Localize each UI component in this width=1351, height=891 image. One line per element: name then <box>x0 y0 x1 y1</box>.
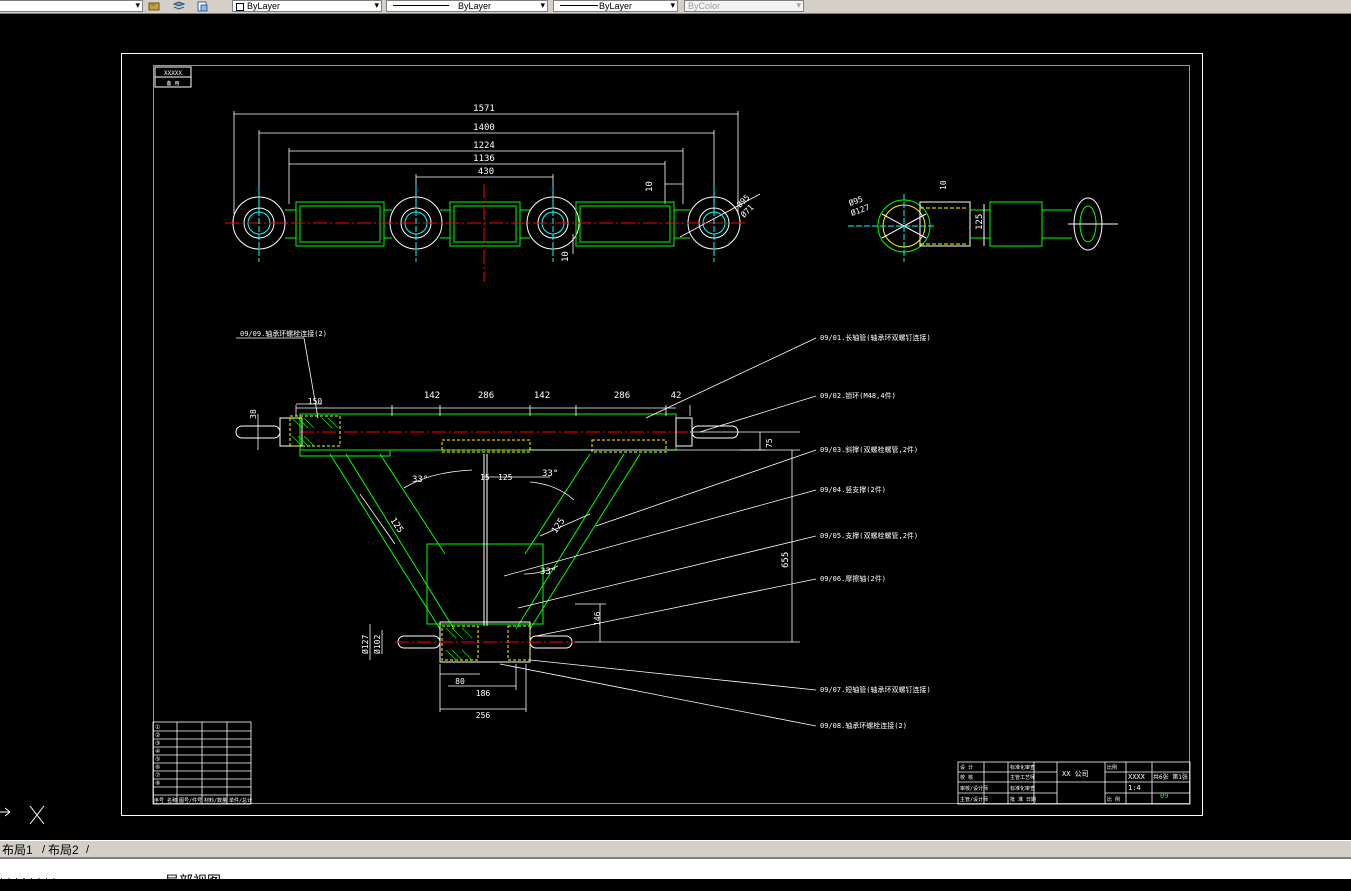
svg-text:1224: 1224 <box>473 141 495 151</box>
drawing-canvas[interactable]: XXXXX 备 用 1571 1400 1224 1136 430 10 10 … <box>0 14 1351 840</box>
top-view: 1571 1400 1224 1136 430 10 10 Ø95 Ø71 <box>225 104 761 282</box>
svg-text:材料/数量: 材料/数量 <box>204 797 227 804</box>
sheet-border <box>121 53 1203 816</box>
bom-table: ① ② ③ ④ ⑤ ⑥ ⑦ ⑧ 序号 名称 图号/件号 材料/数量 单件/总计 <box>152 721 252 805</box>
svg-text:Ø102: Ø102 <box>372 635 382 654</box>
svg-text:09/08.轴承环螺栓连接(2): 09/08.轴承环螺栓连接(2) <box>820 721 907 730</box>
svg-text:125: 125 <box>975 214 985 230</box>
svg-text:09/05.支撑(双螺栓螺管,2件): 09/05.支撑(双螺栓螺管,2件) <box>820 531 918 540</box>
svg-text:75: 75 <box>765 438 774 448</box>
tab-separator: / <box>42 844 46 856</box>
tab-layout2[interactable]: 布局2 <box>48 843 79 857</box>
svg-text:②: ② <box>155 732 160 739</box>
svg-text:125: 125 <box>550 517 567 536</box>
color-combo[interactable]: ByLayer▾ <box>232 0 382 12</box>
command-line[interactable]: · · · · · · · · 局部视图 <box>0 858 1351 889</box>
svg-text:④: ④ <box>155 748 160 755</box>
svg-text:09/07.短轴管(轴承环双螺钉连接): 09/07.短轴管(轴承环双螺钉连接) <box>820 685 931 694</box>
svg-text:33°: 33° <box>412 475 428 485</box>
svg-text:15: 15 <box>480 473 490 482</box>
svg-text:33°: 33° <box>542 469 558 479</box>
svg-text:125: 125 <box>498 473 513 482</box>
properties-toolbar: ▾ ByLayer▾ ByLayer▾ ByLayer▾ ByColor▾ <box>0 0 1351 14</box>
title-block: 设 计 标准化审查 校 核 主管工艺师 审核/设计师 标准化审查 主管/设计师 … <box>957 761 1191 805</box>
side-view: Ø95 Ø127 10 125 <box>847 180 1118 262</box>
ucs-icon <box>0 805 45 825</box>
tab-layout1[interactable]: 布局1 <box>2 843 33 857</box>
svg-text:1:4: 1:4 <box>1128 784 1141 792</box>
svg-text:42: 42 <box>671 391 682 401</box>
front-view: 150 38 142 286 142 286 42 75 33° 33° 33°… <box>235 329 931 730</box>
svg-text:655: 655 <box>781 552 791 568</box>
svg-text:标准化审查: 标准化审查 <box>1010 764 1035 771</box>
svg-text:主管/设计师: 主管/设计师 <box>960 796 988 803</box>
svg-text:共6张 第1张: 共6张 第1张 <box>1153 773 1188 781</box>
svg-text:XXXX: XXXX <box>1128 773 1146 781</box>
svg-text:142: 142 <box>534 391 550 401</box>
svg-text:⑧: ⑧ <box>155 780 160 787</box>
plotstyle-combo: ByColor▾ <box>684 0 804 12</box>
svg-text:校 核: 校 核 <box>960 774 973 781</box>
svg-text:XXXXX: XXXXX <box>164 70 182 77</box>
svg-text:09: 09 <box>1160 792 1168 800</box>
svg-text:备 用: 备 用 <box>166 80 179 87</box>
linetype-combo[interactable]: ByLayer▾ <box>386 0 548 12</box>
svg-text:286: 286 <box>478 391 494 401</box>
svg-text:146: 146 <box>593 611 602 626</box>
svg-text:09/02.锁环(M48,4件): 09/02.锁环(M48,4件) <box>820 391 896 400</box>
command-prompt: 局部视图 <box>165 873 221 889</box>
svg-text:1571: 1571 <box>473 104 495 114</box>
svg-text:150: 150 <box>308 397 323 406</box>
svg-text:审核/设计师: 审核/设计师 <box>960 785 988 792</box>
svg-text:09/03.斜撑(双螺栓螺管,2件): 09/03.斜撑(双螺栓螺管,2件) <box>820 445 918 454</box>
svg-text:主管工艺师: 主管工艺师 <box>1010 774 1035 781</box>
svg-text:256: 256 <box>476 711 491 720</box>
svg-text:③: ③ <box>155 740 160 747</box>
svg-text:80: 80 <box>455 677 465 686</box>
svg-text:⑥: ⑥ <box>155 764 160 771</box>
layer-states-icon[interactable] <box>172 0 186 11</box>
svg-text:286: 286 <box>614 391 630 401</box>
svg-text:1400: 1400 <box>473 123 495 133</box>
command-history-dots: · · · · · · · · <box>0 873 57 883</box>
svg-text:比 例: 比 例 <box>1107 796 1120 803</box>
svg-text:⑤: ⑤ <box>155 756 160 763</box>
svg-text:142: 142 <box>424 391 440 401</box>
drawing-frame <box>153 65 1190 804</box>
layer-isolate-icon[interactable] <box>196 0 208 12</box>
layer-state-combo[interactable]: ▾ <box>0 0 143 12</box>
svg-text:图号/件号: 图号/件号 <box>179 797 202 804</box>
svg-text:Ø95: Ø95 <box>847 193 864 207</box>
stamp-box: XXXXX 备 用 <box>154 66 192 88</box>
svg-text:10: 10 <box>645 181 655 192</box>
svg-text:比例: 比例 <box>1107 764 1117 771</box>
tab-separator-end: / <box>86 844 90 856</box>
svg-text:33°: 33° <box>540 567 556 577</box>
svg-text:⑦: ⑦ <box>155 772 160 779</box>
layer-previous-icon[interactable] <box>148 0 160 11</box>
svg-text:09/01.长轴管(轴承环双螺钉连接): 09/01.长轴管(轴承环双螺钉连接) <box>820 333 931 342</box>
svg-text:10: 10 <box>561 251 571 262</box>
svg-text:设 计: 设 计 <box>960 764 973 771</box>
svg-text:批 准 日期: 批 准 日期 <box>1010 796 1036 803</box>
layout-tab-bar: 布局1 / 布局2 / <box>0 840 1351 858</box>
svg-text:09/09.轴承环螺栓连接(2): 09/09.轴承环螺栓连接(2) <box>240 329 327 338</box>
svg-text:09/06.摩擦轴(2件): 09/06.摩擦轴(2件) <box>820 574 886 583</box>
svg-text:09/04.竖支撑(2件): 09/04.竖支撑(2件) <box>820 485 886 494</box>
svg-text:1136: 1136 <box>473 154 495 164</box>
svg-text:430: 430 <box>478 167 494 177</box>
svg-text:10: 10 <box>939 180 948 190</box>
svg-text:Ø127: Ø127 <box>360 635 370 654</box>
svg-text:标准化审查: 标准化审查 <box>1010 785 1035 792</box>
svg-text:序号 名称: 序号 名称 <box>154 797 177 804</box>
svg-text:XX 公司: XX 公司 <box>1062 770 1089 778</box>
svg-text:单件/总计: 单件/总计 <box>229 797 252 804</box>
svg-text:38: 38 <box>249 409 258 419</box>
svg-text:①: ① <box>155 724 160 731</box>
lineweight-combo[interactable]: ByLayer▾ <box>553 0 678 12</box>
svg-text:186: 186 <box>476 689 491 698</box>
